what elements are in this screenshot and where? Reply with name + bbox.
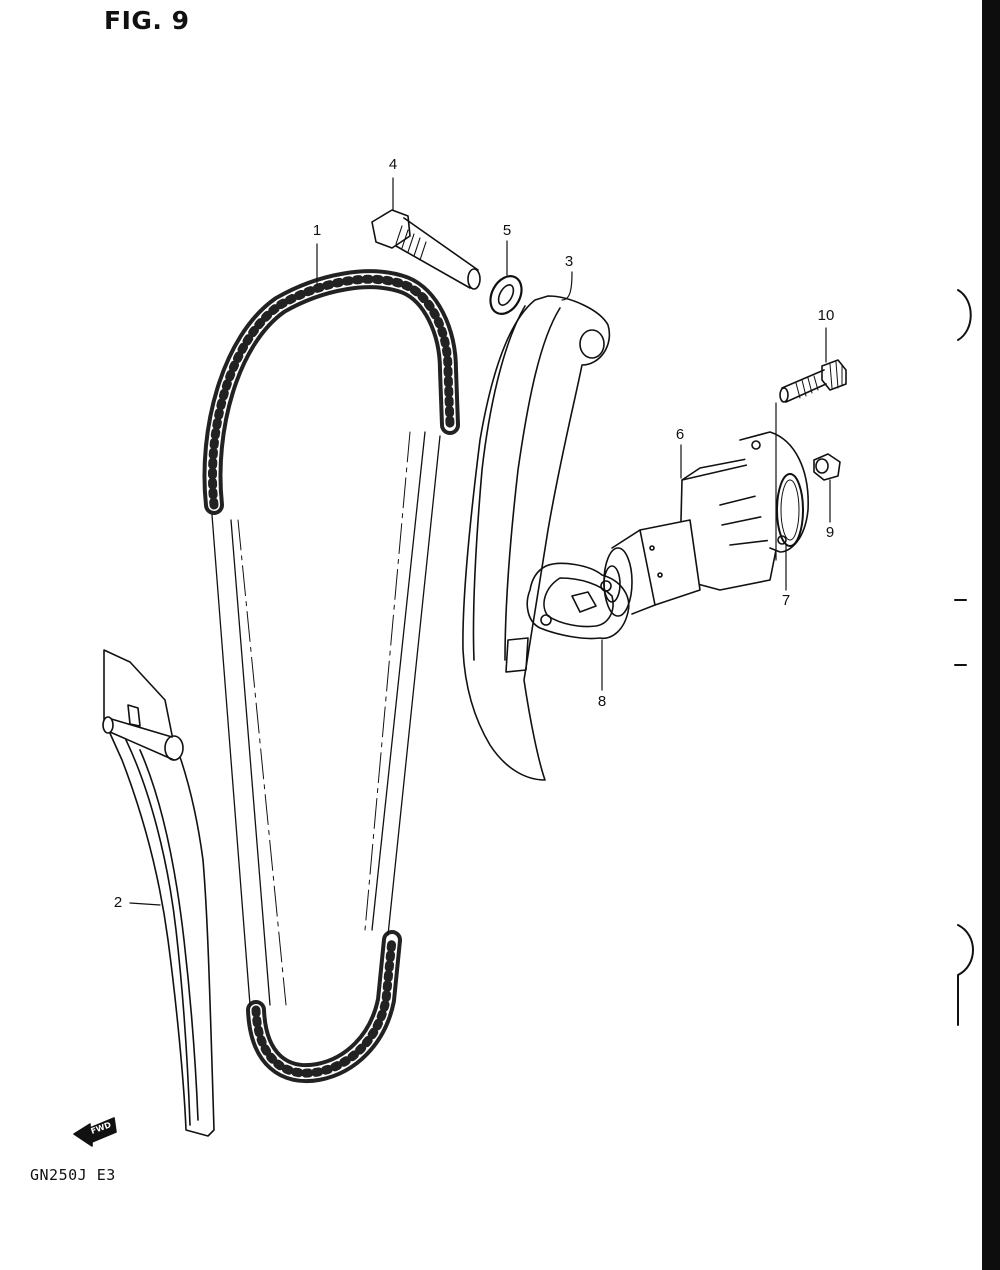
chain-guide-front-groove-2 [139,749,199,1121]
pivot-bolt-shank [395,217,479,289]
tensioner-arm[interactable] [462,295,611,781]
tensioner-arm-pad [505,637,529,673]
callout-8: 8 [597,693,607,710]
pivot-bolt-thread [395,225,427,261]
chain-guide-front-slot [127,704,141,727]
pivot-bolt-tip [467,268,481,290]
callout-5: 5 [502,222,512,239]
binder-marks [954,289,974,1026]
tensioner-dot-2 [657,572,663,578]
tensioner-bolt-head [821,359,847,391]
cam-chain-bottom-arc [246,930,402,1084]
callout-6: 6 [675,426,685,443]
tensioner-bolt-knurl [829,361,843,389]
o-ring-inner [780,479,800,541]
tensioner-cylinder [639,519,701,606]
washer[interactable] [484,271,528,319]
scan-edge-bar [982,0,1000,1270]
bolt-plug[interactable] [813,453,841,481]
cam-chain-top-arc-pins [207,274,455,510]
cam-chain-top-arc [202,269,460,515]
binder-hole-top [957,289,972,341]
binder-tick [954,599,967,666]
pivot-bolt[interactable] [371,209,481,290]
bolt-plug-face [815,458,829,474]
fwd-arrow-shape [73,1117,117,1147]
cam-chain-right-run [371,431,426,931]
fwd-arrow: FWD [73,1117,117,1147]
callout-10: 10 [817,307,835,324]
cam-chain-left-run-2 [230,519,271,1006]
tensioner-arm-outline [462,295,611,781]
tensioner-flange-hole [751,440,761,450]
gasket-outline [526,562,630,640]
cam-chain-right-run-3 [364,431,411,931]
tensioner-plunger [603,565,621,603]
callout-3: 3 [564,253,574,270]
tensioner-bolt[interactable] [779,359,847,403]
cam-chain-top-arc-inner [206,273,456,511]
chain-guide-front-pin-body [107,717,175,761]
tensioner-dot [649,545,655,551]
chain-guide-front-groove [125,739,191,1126]
cam-chain[interactable] [202,269,460,1084]
chain-guide-front-pin-end [102,716,114,734]
washer-inner [497,284,515,306]
chain-guide-front-outline [103,649,215,1137]
cam-chain-bottom-arc-pins [251,935,397,1078]
tensioner-mount-flange [739,431,809,553]
chain-guide-front[interactable] [102,649,215,1137]
cam-chain-left-run-3 [237,519,287,1006]
binder-hole-bottom [957,924,974,1026]
tensioner-bolt-thread [795,375,819,399]
cam-chain-right-run-2 [387,435,441,936]
tensioner-bolt-shank [781,369,827,403]
tensioner-arm-edge-2 [504,307,561,661]
callout-1: 1 [312,222,322,239]
tensioner-cylinder-ends [611,529,656,615]
bolt-plug-body [813,453,841,481]
gasket-hole-2 [600,580,612,592]
tensioner-gasket[interactable] [526,562,630,640]
model-code: GN250J E3 [30,1166,116,1184]
tensioner-bolt-tip [779,387,789,403]
tensioner-arm-pivot-hole [579,329,605,359]
washer-outer [489,275,523,315]
gasket-inner [543,577,614,628]
figure-title: FIG. 9 [104,6,190,35]
tensioner-adjuster[interactable] [603,431,809,617]
leader-2 [129,902,161,906]
callout-9: 9 [825,524,835,541]
tensioner-arm-edge [472,305,526,661]
cam-chain-left-run [211,514,251,1006]
gasket-hole [540,614,552,626]
leader-lines [129,177,831,906]
gasket-shaft [571,591,597,613]
o-ring-outer [776,473,804,547]
pivot-bolt-head [371,209,411,249]
callout-2: 2 [113,894,123,911]
o-ring[interactable] [776,473,804,547]
leader-3 [561,271,573,301]
callout-7: 7 [781,592,791,609]
callout-4: 4 [388,156,398,173]
